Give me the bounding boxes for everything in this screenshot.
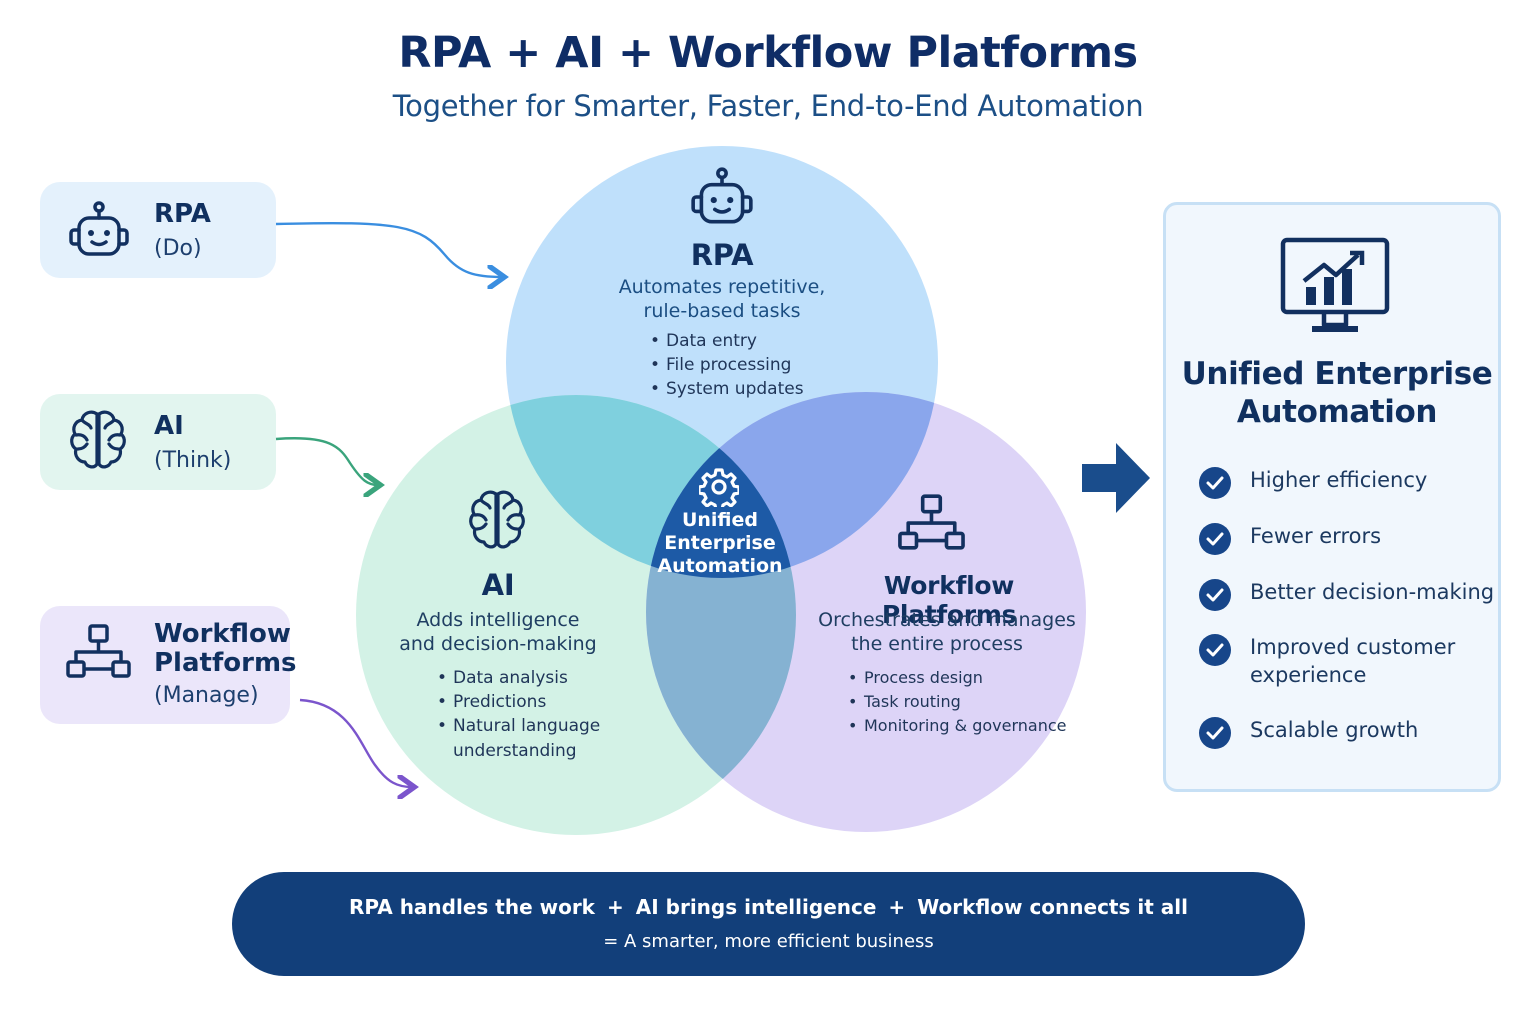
banner-line-1: RPA handles the work + AI brings intellige… <box>232 895 1305 919</box>
center-label-line-3: Automation <box>657 555 783 577</box>
result-title-1: Unified Enterprise <box>1181 356 1493 392</box>
chip-workflow-title-2: Platforms <box>154 648 297 678</box>
chip-rpa-title: RPA <box>154 199 211 229</box>
check-circle-icon <box>1199 717 1231 749</box>
chip-ai: AI (Think) <box>40 394 276 490</box>
benefit-label-line-2: experience <box>1250 663 1367 687</box>
banner-part-rpa: RPA handles the work <box>349 895 595 919</box>
venn-workflow-bullets: Process design Task routing Monitoring &… <box>848 666 1067 738</box>
bullet-item: System updates <box>650 377 804 401</box>
bullet-continuation: understanding <box>453 741 577 761</box>
check-circle-icon <box>1199 467 1231 499</box>
chip-workflow: Workflow Platforms (Manage) <box>40 606 297 724</box>
venn-workflow-desc-2: the entire process <box>851 633 1023 655</box>
benefit-item: Higher efficiency <box>1198 466 1427 500</box>
arrow-rpa <box>275 221 502 277</box>
bullet-item: Monitoring & governance <box>848 714 1067 738</box>
overlap-center <box>646 395 796 578</box>
venn-workflow-title: Workflow Platforms <box>881 571 1017 629</box>
arrow-workflow <box>299 698 412 787</box>
benefit-label: Fewer errors <box>1250 524 1382 548</box>
bullet-item: Task routing <box>848 690 1067 714</box>
venn-rpa-desc-1: Automates repetitive, <box>618 276 826 298</box>
chip-rpa: RPA (Do) <box>40 182 276 278</box>
brain-icon <box>70 410 126 469</box>
connector-arrows <box>275 221 530 805</box>
banner-line-2: = A smarter, more efficient business <box>603 931 934 952</box>
brain-icon <box>469 490 525 549</box>
plus-sign: + <box>606 895 624 919</box>
venn-ai-bullets: Data analysis Predictions Natural langua… <box>437 666 600 738</box>
venn-rpa-title: RPA <box>690 238 754 272</box>
bullet-item: Predictions <box>437 690 600 714</box>
benefit-item: Fewer errors <box>1198 522 1381 556</box>
benefit-label: Better decision-making <box>1250 580 1495 604</box>
bullet-item: Data analysis <box>437 666 600 690</box>
summary-banner: RPA handles the work + AI brings intellige… <box>232 872 1305 976</box>
benefit-label: Improved customer experience <box>1250 633 1455 689</box>
banner-part-ai: AI brings intelligence <box>635 895 877 919</box>
chip-ai-title: AI <box>154 411 184 441</box>
check-circle-icon <box>1199 634 1231 666</box>
page-title: RPA + AI + Workflow Platforms <box>398 28 1138 78</box>
flowchart-icon <box>898 494 965 550</box>
chip-workflow-sub: (Manage) <box>154 683 259 708</box>
flowchart-icon <box>66 624 131 678</box>
center-label-line-2: Enterprise <box>664 532 776 554</box>
benefit-item: Scalable growth <box>1198 716 1418 750</box>
page-subtitle: Together for Smarter, Faster, End-to-End… <box>392 89 1144 123</box>
venn-rpa-bullets: Data entry File processing System update… <box>650 329 804 401</box>
venn-ai-desc-2: and decision-making <box>399 633 597 655</box>
robot-icon <box>69 201 129 256</box>
plus-sign: + <box>888 895 906 919</box>
venn-diagram <box>356 146 1086 835</box>
robot-icon <box>691 167 753 224</box>
venn-rpa-desc-2: rule-based tasks <box>643 300 801 322</box>
center-label: Unified Enterprise Automation <box>640 509 800 578</box>
chip-ai-sub: (Think) <box>154 448 232 473</box>
bullet-item: File processing <box>650 353 804 377</box>
venn-ai-desc-1: Adds intelligence <box>416 609 580 631</box>
gear-icon <box>699 468 739 507</box>
monitor-chart-icon <box>1280 237 1390 332</box>
benefit-item: Improved customer experience <box>1198 633 1455 689</box>
venn-workflow-desc-1: Orchestrates and manages <box>818 609 1076 631</box>
chip-workflow-title-1: Workflow <box>154 619 291 649</box>
result-arrow-icon <box>1082 443 1150 513</box>
benefit-label-line-1: Improved customer <box>1250 635 1456 659</box>
check-circle-icon <box>1199 523 1231 555</box>
chip-rpa-sub: (Do) <box>154 236 202 261</box>
result-title-2: Automation <box>1236 394 1438 430</box>
banner-part-workflow: Workflow connects it all <box>917 895 1188 919</box>
check-circle-icon <box>1199 579 1231 611</box>
benefit-item: Better decision-making <box>1198 578 1494 612</box>
arrow-ai <box>275 437 378 485</box>
benefit-label: Scalable growth <box>1250 718 1419 742</box>
bullet-item: Process design <box>848 666 1067 690</box>
benefit-label: Higher efficiency <box>1250 468 1428 492</box>
center-label-line-1: Unified <box>681 509 759 531</box>
bullet-item: Data entry <box>650 329 804 353</box>
bullet-item: Natural language <box>437 714 600 738</box>
venn-ai-title: AI <box>481 568 515 602</box>
